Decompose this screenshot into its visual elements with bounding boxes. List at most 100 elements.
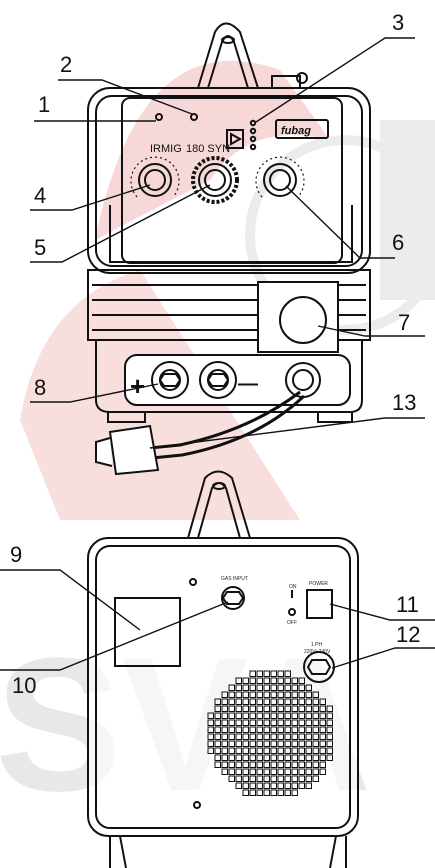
grille-cell: [312, 719, 319, 726]
grille-cell: [284, 782, 291, 789]
grille-cell: [319, 740, 326, 747]
grille-cell: [312, 768, 319, 775]
grille-cell: [270, 747, 277, 754]
grille-cell: [263, 677, 270, 684]
grille-cell: [228, 754, 235, 761]
grille-cell: [207, 740, 214, 747]
callout-13: 13: [392, 390, 416, 415]
cooling-fins: [87, 269, 371, 341]
grille-cell: [270, 740, 277, 747]
grille-cell: [305, 705, 312, 712]
leader-12: [331, 647, 435, 669]
grille-cell: [214, 726, 221, 733]
grille-cell: [249, 775, 256, 782]
grille-cell: [242, 677, 249, 684]
grille-cell: [207, 719, 214, 726]
torch-connector: [285, 362, 321, 398]
leader-11: [329, 603, 435, 621]
grille-cell: [235, 726, 242, 733]
grille-cell: [263, 775, 270, 782]
grille-cell: [319, 754, 326, 761]
grille-cell: [221, 768, 228, 775]
grille-cell: [235, 677, 242, 684]
grille-cell: [263, 733, 270, 740]
grille-cell: [291, 726, 298, 733]
grille-cell: [277, 677, 284, 684]
model-prefix: IRMIG: [150, 143, 182, 155]
grille-cell: [305, 691, 312, 698]
grille-cell: [263, 740, 270, 747]
grille-cell: [235, 754, 242, 761]
grille-cell: [235, 691, 242, 698]
grille-cell: [228, 684, 235, 691]
grille-cell: [312, 747, 319, 754]
grille-cell: [319, 712, 326, 719]
fan-grille: [207, 670, 333, 796]
grille-cell: [298, 747, 305, 754]
grille-cell: [214, 733, 221, 740]
grille-cell: [277, 775, 284, 782]
grille-cell: [235, 733, 242, 740]
grille-cell: [326, 719, 333, 726]
grille-cell: [235, 712, 242, 719]
grille-cell: [221, 733, 228, 740]
grille-cell: [228, 733, 235, 740]
grille-cell: [221, 705, 228, 712]
grille-cell: [235, 747, 242, 754]
grille-cell: [312, 705, 319, 712]
on-label: ON: [289, 584, 297, 590]
grille-cell: [312, 712, 319, 719]
grille-cell: [277, 691, 284, 698]
polarity-plus: +: [130, 371, 145, 401]
grille-cell: [242, 775, 249, 782]
grille-cell: [263, 761, 270, 768]
grille-cell: [256, 733, 263, 740]
grille-cell: [256, 740, 263, 747]
grille-cell: [228, 705, 235, 712]
grille-cell: [242, 747, 249, 754]
grille-cell: [305, 726, 312, 733]
grille-cell: [305, 754, 312, 761]
callout-leaders: [0, 37, 435, 671]
grille-cell: [256, 782, 263, 789]
grille-cell: [249, 719, 256, 726]
rear-label-plate: [114, 597, 181, 667]
grille-cell: [228, 775, 235, 782]
grille-cell: [228, 719, 235, 726]
grille-cell: [263, 754, 270, 761]
grille-cell: [214, 719, 221, 726]
grille-cell: [284, 775, 291, 782]
grille-cell: [207, 733, 214, 740]
grille-cell: [242, 789, 249, 796]
grille-cell: [291, 740, 298, 747]
grille-cell: [270, 670, 277, 677]
grille-cell: [214, 705, 221, 712]
grille-cell: [270, 782, 277, 789]
grille-cell: [312, 761, 319, 768]
grille-cell: [298, 726, 305, 733]
grille-cell: [291, 747, 298, 754]
grille-cell: [277, 754, 284, 761]
grille-cell: [284, 740, 291, 747]
grille-cell: [326, 733, 333, 740]
grille-cell: [249, 698, 256, 705]
grille-cell: [298, 705, 305, 712]
grille-cell: [298, 691, 305, 698]
grille-cell: [305, 719, 312, 726]
grille-cell: [291, 705, 298, 712]
grille-cell: [221, 747, 228, 754]
grille-cell: [305, 698, 312, 705]
grille-cell: [277, 733, 284, 740]
grille-cell: [221, 698, 228, 705]
grille-cell: [270, 719, 277, 726]
grille-cell: [298, 733, 305, 740]
grille-cell: [228, 768, 235, 775]
grille-cell: [319, 705, 326, 712]
grille-cell: [249, 705, 256, 712]
grille-cell: [291, 698, 298, 705]
grille-cell: [242, 705, 249, 712]
grille-cell: [298, 768, 305, 775]
grille-cell: [221, 754, 228, 761]
grille-cell: [291, 782, 298, 789]
grille-cell: [291, 712, 298, 719]
